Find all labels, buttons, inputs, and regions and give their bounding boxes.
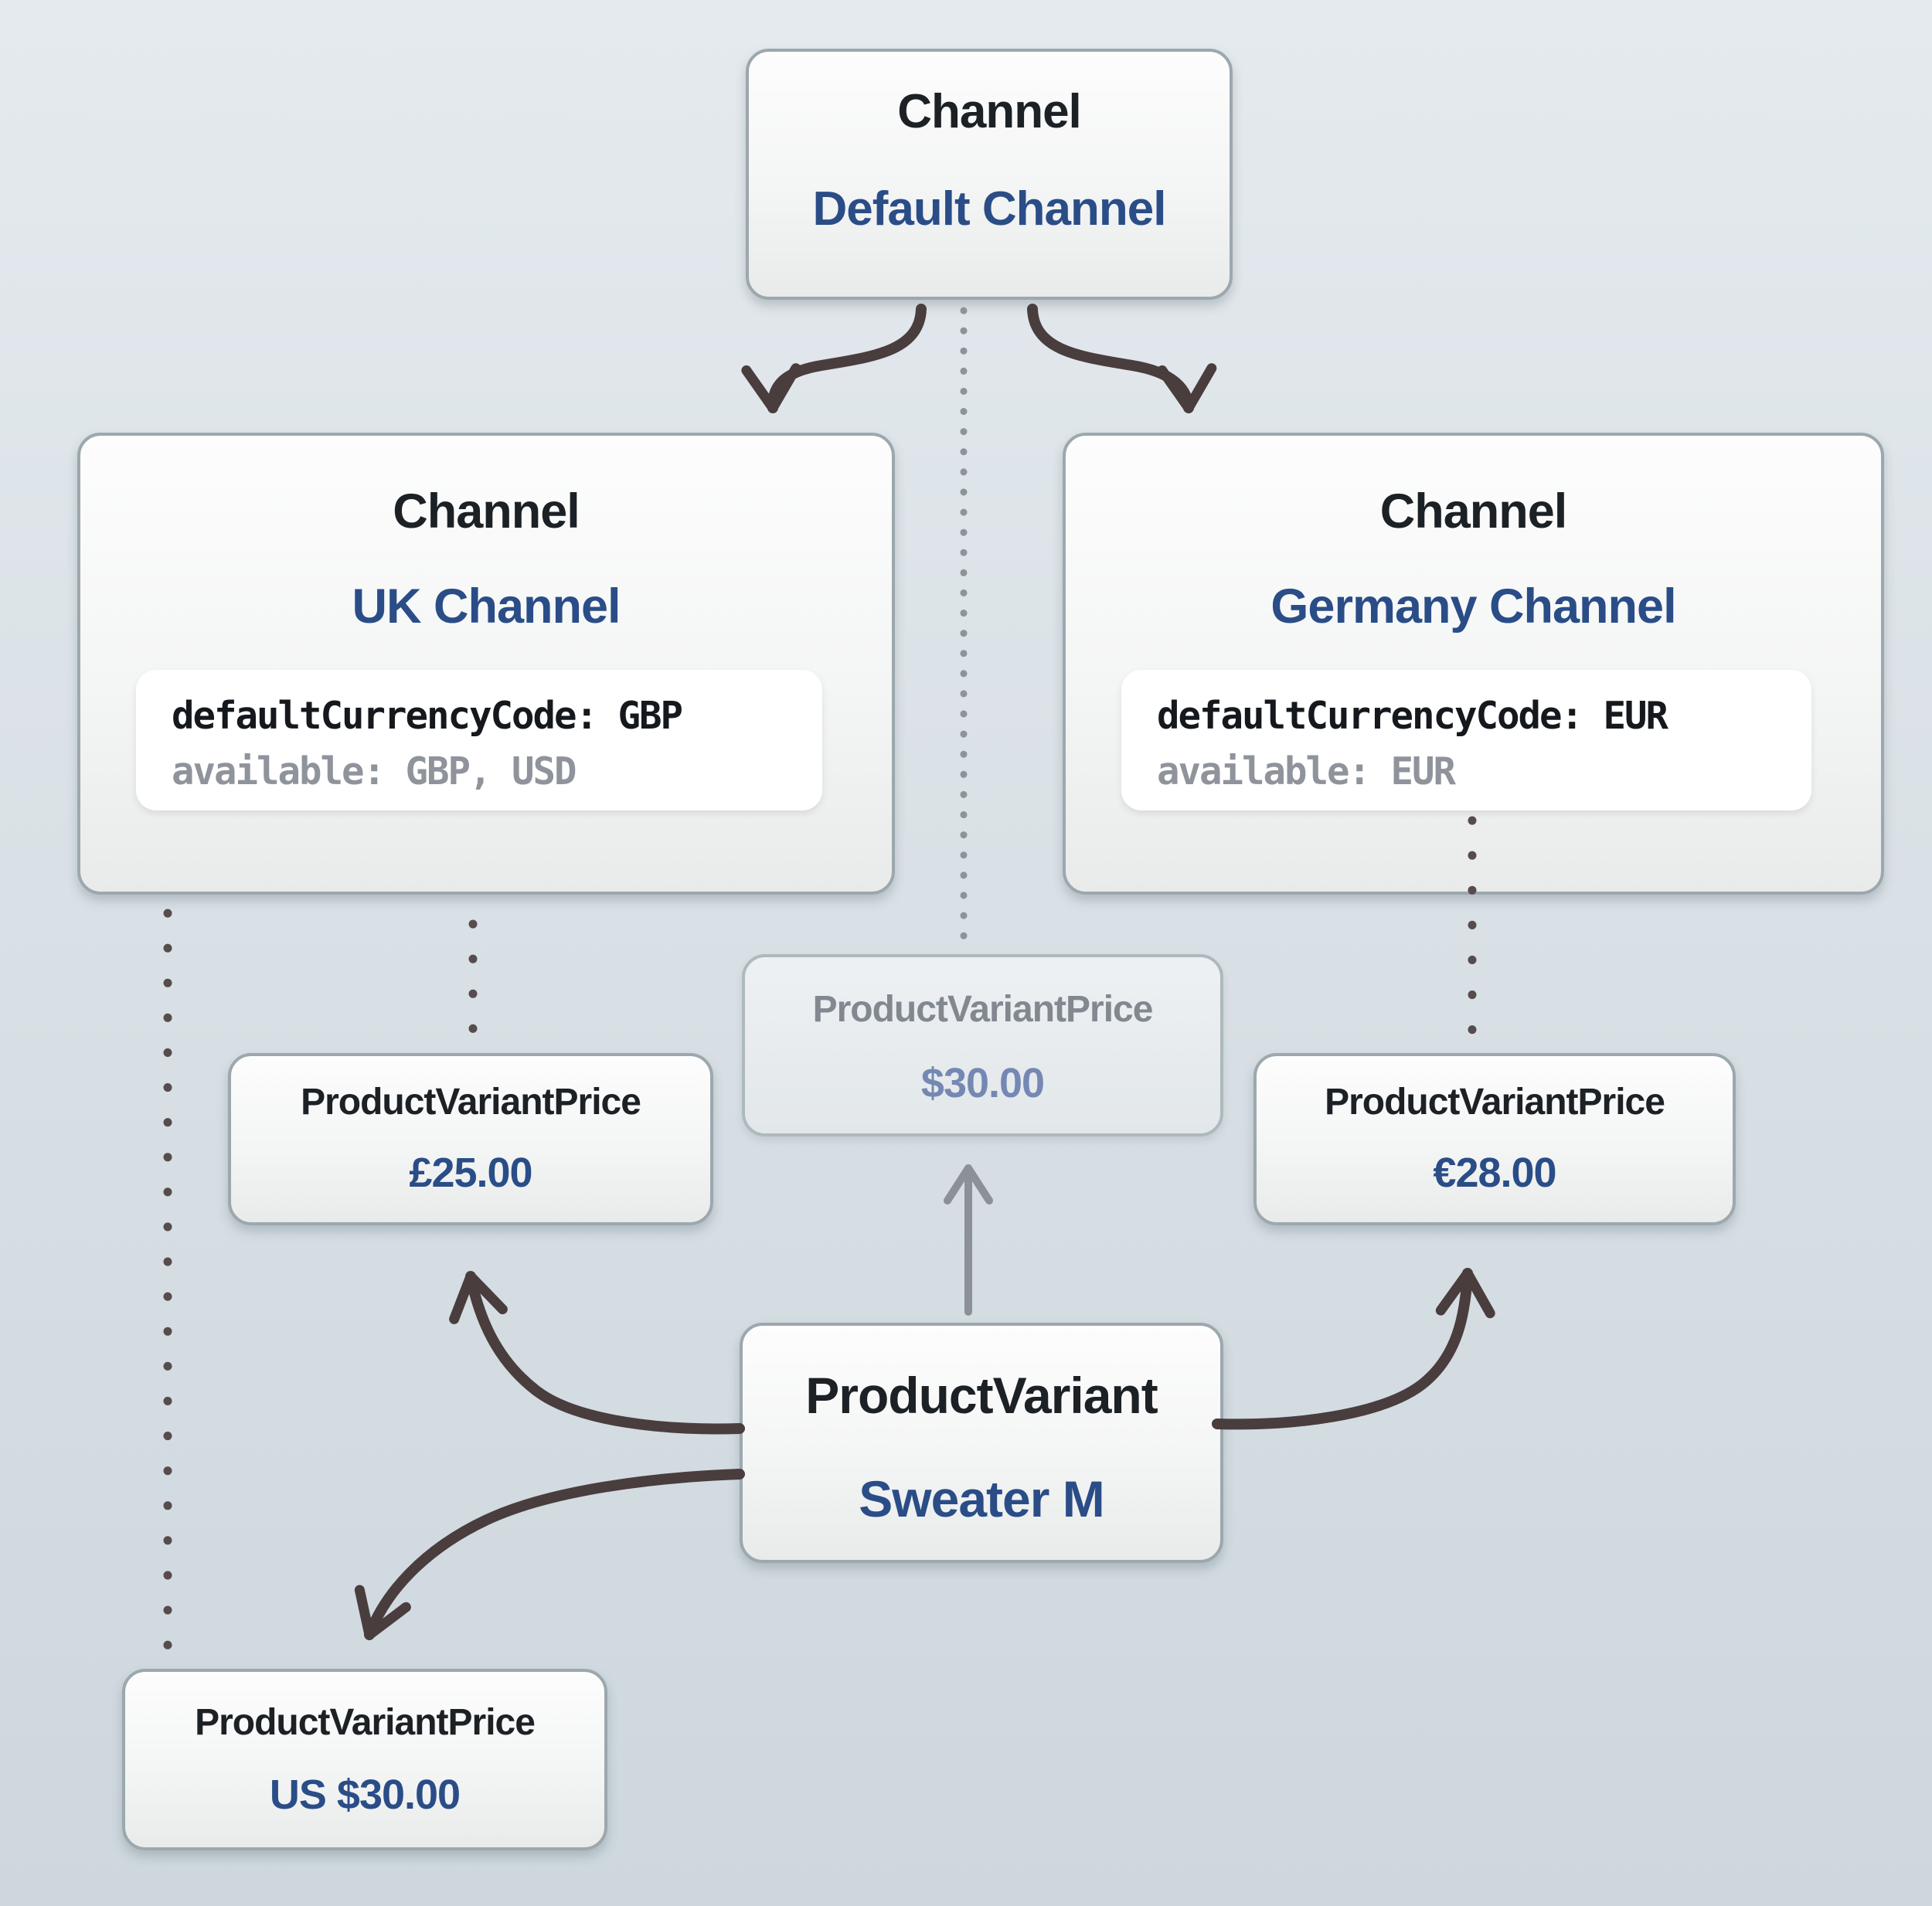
edge-default-channel-to-uk-channel	[741, 304, 927, 413]
node-uk-channel: Channel UK Channel defaultCurrencyCode: …	[77, 433, 895, 895]
entity-title: UK Channel	[352, 579, 621, 634]
currency-code-block: defaultCurrencyCode: EUR available: EUR	[1121, 670, 1811, 810]
currency-code-block: defaultCurrencyCode: GBP available: GBP,…	[136, 670, 822, 810]
entity-title: Default Channel	[812, 182, 1167, 236]
node-product-variant: ProductVariant Sweater M	[740, 1323, 1223, 1563]
default-currency-line: defaultCurrencyCode: EUR	[1157, 694, 1668, 738]
edge-product-variant-to-usd-price	[354, 1469, 745, 1640]
entity-title: Sweater M	[859, 1470, 1104, 1527]
entity-title: Germany Channel	[1270, 579, 1676, 634]
node-usd-product-variant-price: ProductVariantPrice US $30.00	[122, 1669, 607, 1850]
price-value: $30.00	[920, 1060, 1045, 1106]
entity-type-label: Channel	[897, 85, 1082, 138]
price-value: £25.00	[409, 1150, 532, 1196]
price-value: US $30.00	[269, 1772, 461, 1818]
default-currency-line: defaultCurrencyCode: GBP	[172, 694, 683, 738]
entity-type-label: Channel	[393, 484, 580, 539]
node-germany-product-variant-price: ProductVariantPrice €28.00	[1253, 1053, 1736, 1225]
available-currencies-line: available: GBP, USD	[172, 749, 577, 793]
edge-default-channel-to-germany-channel	[1027, 304, 1217, 413]
entity-type-label: ProductVariantPrice	[301, 1082, 641, 1123]
entity-type-label: ProductVariantPrice	[195, 1702, 536, 1743]
edge-product-variant-to-uk-price	[449, 1271, 745, 1435]
node-uk-product-variant-price: ProductVariantPrice £25.00	[228, 1053, 713, 1225]
entity-type-label: ProductVariant	[805, 1367, 1158, 1424]
entity-type-label: ProductVariantPrice	[812, 989, 1154, 1030]
node-germany-channel: Channel Germany Channel defaultCurrencyC…	[1063, 433, 1884, 895]
entity-type-label: Channel	[1379, 484, 1568, 539]
available-currencies-line: available: EUR	[1157, 749, 1456, 793]
price-value: €28.00	[1433, 1150, 1556, 1196]
entity-type-label: ProductVariantPrice	[1325, 1082, 1665, 1123]
node-default-product-variant-price: ProductVariantPrice $30.00	[742, 954, 1223, 1136]
node-default-channel: Channel Default Channel	[746, 49, 1233, 300]
edge-product-variant-to-germany-price	[1212, 1268, 1495, 1430]
